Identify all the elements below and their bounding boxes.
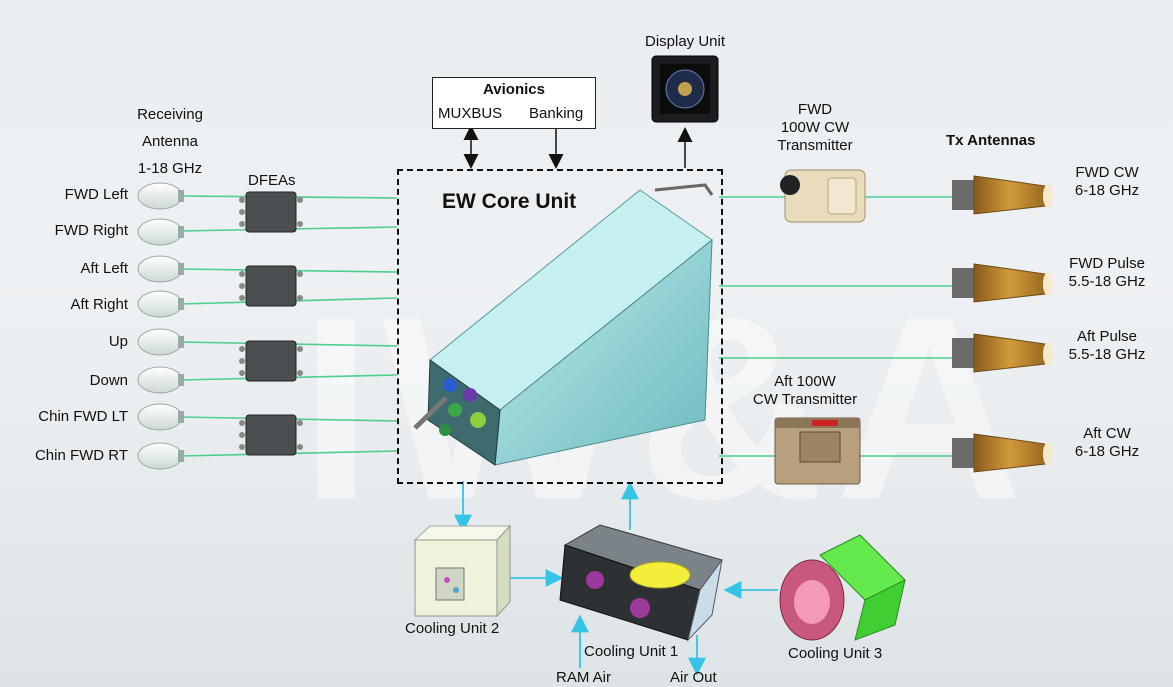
antenna-dome-aft-left xyxy=(137,255,184,283)
tx-aft-pulse-name: Aft Pulse xyxy=(1076,328,1138,345)
dfea-connectors xyxy=(239,197,303,450)
cooling-unit-2-label: Cooling Unit 2 xyxy=(405,620,500,637)
tx-antenna-images xyxy=(952,175,1053,473)
antenna-dome-fwd-left xyxy=(137,182,184,210)
label-aft-left: Aft Left xyxy=(80,260,128,277)
label-down: Down xyxy=(89,372,128,389)
receiving-antenna-title-line3: 1-18 GHz xyxy=(137,160,203,177)
dfea-modules xyxy=(245,191,297,456)
receiving-antenna-title-line1: Receiving xyxy=(137,106,203,123)
label-up: Up xyxy=(108,333,128,350)
cooling-unit-2-image xyxy=(413,524,512,618)
tx-antennas-title: Tx Antennas xyxy=(946,132,1036,149)
fwd-transmitter-image xyxy=(780,169,866,223)
tx-fwd-cw-band: 6-18 GHz xyxy=(1074,182,1140,199)
fwd-transmitter-label-line3: Transmitter xyxy=(777,137,853,154)
muxbus-label: MUXBUS xyxy=(438,105,503,122)
aft-transmitter-label-line2: CW Transmitter xyxy=(752,391,858,408)
cooling-unit-1-label: Cooling Unit 1 xyxy=(584,643,679,660)
tx-fwd-cw-name: FWD CW xyxy=(1075,164,1139,181)
label-chin-fwd-lt: Chin FWD LT xyxy=(38,408,128,425)
cooling-unit-3-label: Cooling Unit 3 xyxy=(788,645,883,662)
dfea-module-4 xyxy=(245,414,297,456)
transmit-signal-lines xyxy=(719,196,955,457)
cooling-unit-3-image xyxy=(779,534,906,641)
antenna-dome-chin-fwd-lt xyxy=(137,403,184,431)
banking-label: Banking xyxy=(529,105,584,122)
receiving-antenna-title-line2: Antenna xyxy=(142,133,198,150)
antenna-dome-chin-fwd-rt xyxy=(137,442,184,470)
ew-core-unit-boundary: EW Core Unit xyxy=(397,169,723,484)
fwd-transmitter-label-line1: FWD xyxy=(797,101,833,118)
tx-horn-fwd-cw xyxy=(952,175,1053,215)
cooling-unit-1-image xyxy=(559,524,723,642)
avionics-box: Avionics MUXBUS Banking xyxy=(432,77,596,129)
avionics-title: Avionics xyxy=(483,81,545,98)
aft-transmitter-image xyxy=(774,417,861,485)
tx-horn-fwd-pulse xyxy=(952,263,1053,303)
fwd-transmitter-label-line2: 100W CW xyxy=(780,119,850,136)
air-out-label: Air Out xyxy=(670,669,717,686)
label-aft-right: Aft Right xyxy=(70,296,128,313)
label-chin-fwd-rt: Chin FWD RT xyxy=(34,447,128,464)
label-fwd-left: FWD Left xyxy=(64,186,128,203)
ram-air-label: RAM Air xyxy=(556,669,612,686)
display-unit-label: Display Unit xyxy=(644,33,726,50)
cooling-airflow-arrows xyxy=(454,481,778,676)
dfea-module-2 xyxy=(245,265,297,307)
ew-core-unit-title: EW Core Unit xyxy=(442,190,577,213)
aft-transmitter-label-line1: Aft 100W xyxy=(774,373,836,390)
receiving-antennas xyxy=(137,182,184,470)
ew-core-unit-image xyxy=(413,183,714,466)
tx-fwd-pulse-name: FWD Pulse xyxy=(1069,255,1145,272)
dfea-module-1 xyxy=(245,191,297,233)
dfeas-label: DFEAs xyxy=(248,172,296,189)
antenna-dome-up xyxy=(137,328,184,356)
tx-aft-pulse-band: 5.5-18 GHz xyxy=(1068,346,1146,363)
tx-horn-aft-cw xyxy=(952,433,1053,473)
tx-aft-cw-name: Aft CW xyxy=(1083,425,1131,442)
tx-aft-cw-band: 6-18 GHz xyxy=(1074,443,1140,460)
dfea-module-3 xyxy=(245,340,297,382)
antenna-dome-down xyxy=(137,366,184,394)
antenna-dome-aft-right xyxy=(137,290,184,318)
tx-horn-aft-pulse xyxy=(952,333,1053,373)
display-unit-image xyxy=(651,55,719,123)
antenna-dome-fwd-right xyxy=(137,218,184,246)
tx-fwd-pulse-band: 5.5-18 GHz xyxy=(1068,273,1146,290)
label-fwd-right: FWD Right xyxy=(54,222,128,239)
